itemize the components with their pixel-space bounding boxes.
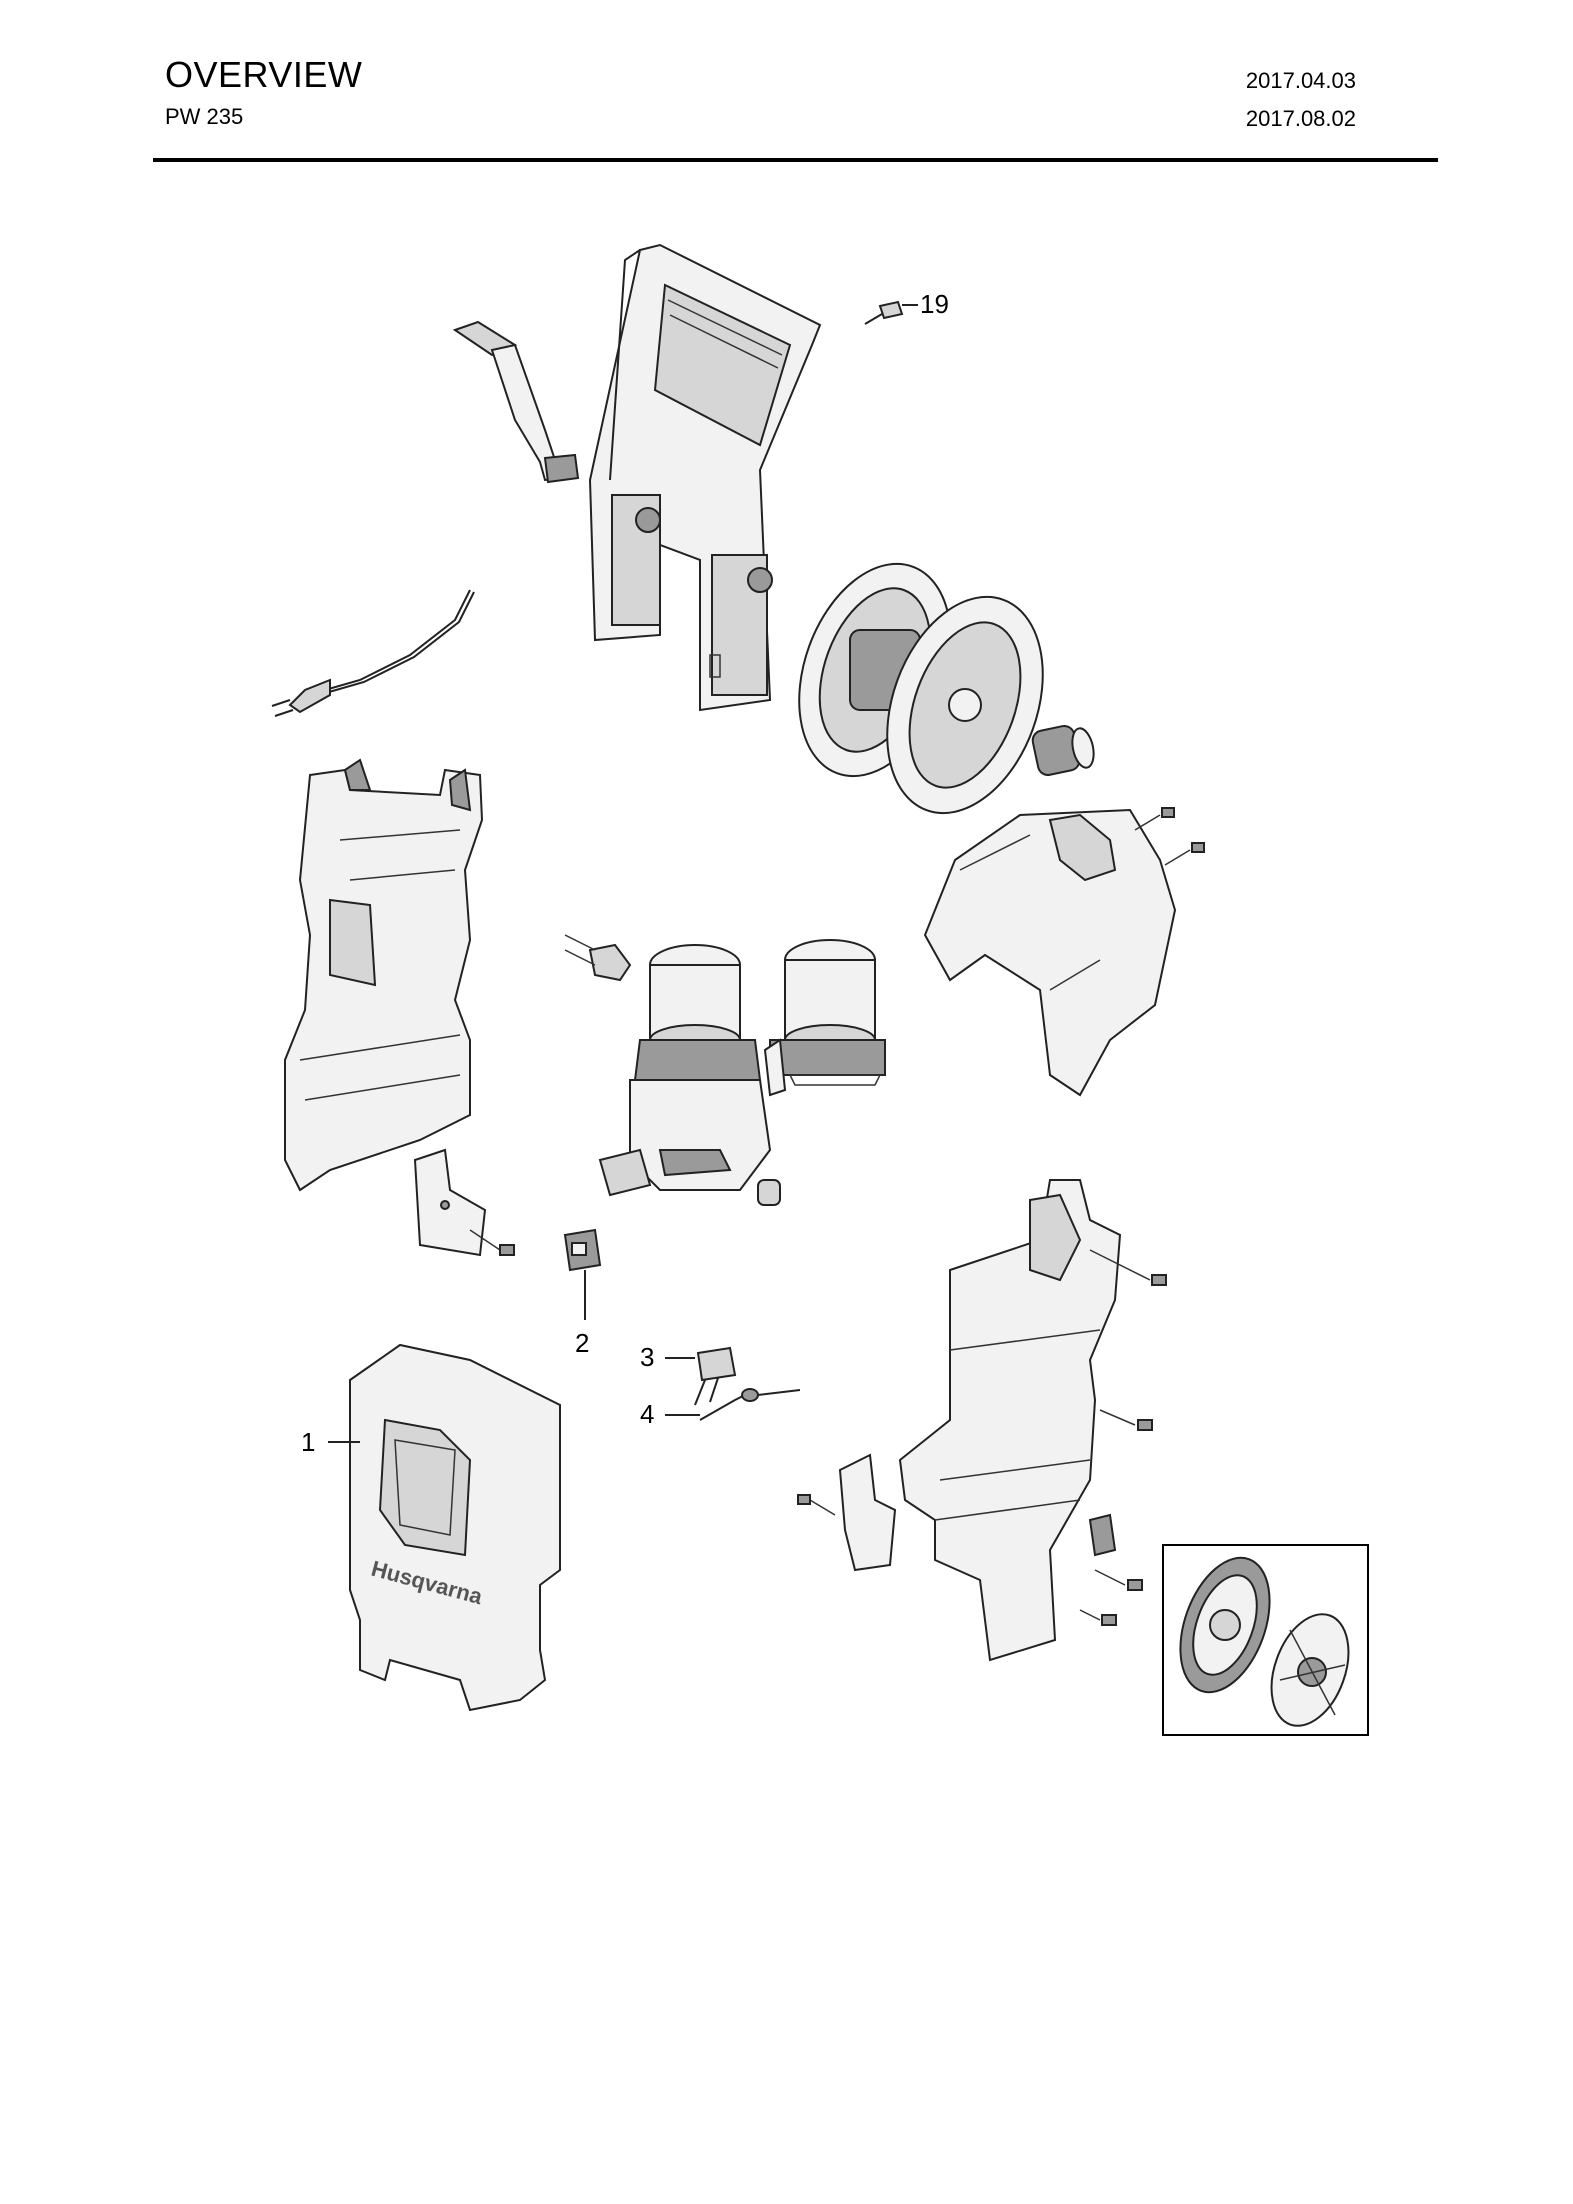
callout-2: 2 [575, 1328, 589, 1358]
header-divider [153, 158, 1438, 162]
screw [1079, 1609, 1117, 1626]
date-created: 2017.04.03 [1245, 68, 1356, 93]
rear-housing [284, 758, 484, 1192]
callout-3: 3 [640, 1342, 654, 1372]
screw [1089, 1249, 1167, 1286]
reel-knob [1031, 724, 1095, 777]
base-frame [898, 1179, 1122, 1662]
screw [469, 1229, 515, 1256]
screw [1094, 1569, 1143, 1591]
side-cover [923, 808, 1177, 1097]
model-number: PW 235 [165, 104, 244, 129]
page-title: OVERVIEW [165, 54, 363, 95]
callout-1: 1 [301, 1427, 315, 1457]
front-cover: Husqvarna [349, 1343, 561, 1712]
bracket-base [838, 1453, 897, 1572]
bracket-plate [413, 1148, 487, 1257]
wheel [1179, 1556, 1271, 1694]
switch-part-2 [563, 1228, 602, 1272]
motor [763, 939, 886, 1097]
crank-handle [452, 320, 580, 484]
motor-pump-assembly [564, 934, 772, 1197]
fitting [757, 1179, 781, 1206]
callout-19: 19 [920, 289, 949, 319]
date-revised: 2017.08.02 [1245, 106, 1356, 131]
capacitor-part-3 [694, 1346, 737, 1406]
hose-reel [798, 562, 1044, 815]
callout-4: 4 [640, 1399, 654, 1429]
wire-part-4 [699, 1388, 801, 1421]
screw [1134, 807, 1175, 831]
handle-frame [588, 243, 822, 712]
screw [1164, 842, 1205, 866]
hub-cap [1270, 1613, 1350, 1727]
screw [1099, 1409, 1153, 1431]
part-19-clip [864, 300, 918, 325]
wheel-detail-box [1162, 1544, 1369, 1736]
screw [797, 1494, 836, 1516]
power-cord [271, 589, 475, 717]
